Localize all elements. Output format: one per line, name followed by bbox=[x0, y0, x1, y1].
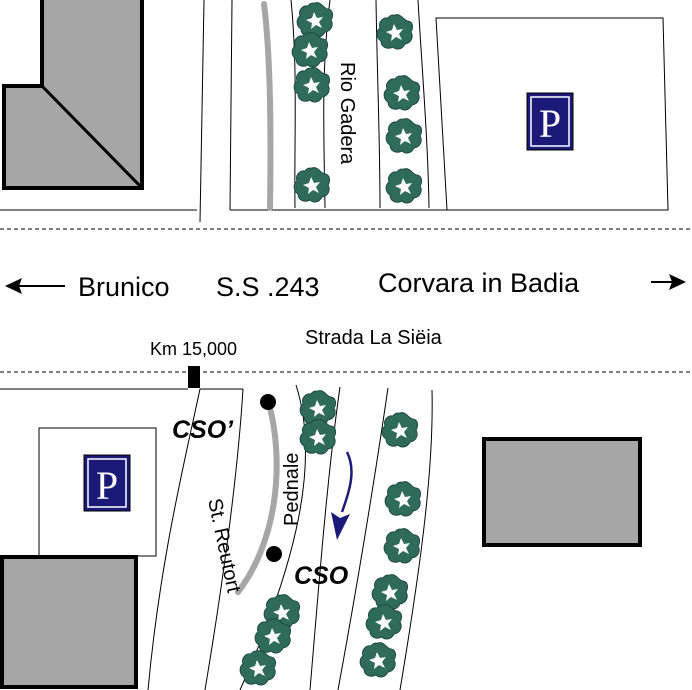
tree-icon bbox=[385, 168, 423, 204]
property-line bbox=[229, 0, 233, 211]
brunico-label: Brunico bbox=[78, 272, 170, 302]
tree-icon bbox=[383, 528, 421, 564]
strada-label: Strada La Siëia bbox=[305, 327, 443, 349]
st-reutort-label: St. Reutort bbox=[203, 496, 244, 595]
rio-gadera-label: Rio Gadera bbox=[336, 62, 358, 165]
parking-sign-bottom bbox=[83, 454, 131, 512]
tree-icon bbox=[299, 419, 337, 455]
tree-icon bbox=[359, 642, 397, 678]
tree-icon bbox=[383, 75, 421, 111]
parking-sign-bottom-letter: P bbox=[96, 463, 118, 508]
building-bottom-left bbox=[0, 555, 138, 689]
arrow-left-icon bbox=[5, 278, 65, 294]
tree-icon bbox=[371, 574, 409, 610]
cso-point bbox=[266, 546, 282, 562]
parking-sign-top-letter: P bbox=[539, 101, 561, 146]
tree-icon bbox=[384, 481, 422, 517]
stream-pednale bbox=[235, 397, 280, 595]
km-label: Km 15,000 bbox=[150, 339, 237, 359]
channel-line bbox=[399, 389, 433, 690]
flow-direction-arrow-icon bbox=[331, 451, 353, 540]
channel-line bbox=[290, 0, 296, 209]
parking-sign-top bbox=[526, 92, 574, 151]
building-top-left-ridge bbox=[40, 84, 144, 190]
pednale-label: Pednale bbox=[281, 453, 303, 526]
corvara-label: Corvara in Badia bbox=[378, 268, 580, 298]
property-line bbox=[199, 0, 205, 223]
tree-icon bbox=[296, 2, 334, 38]
tree-icon bbox=[365, 604, 403, 640]
arrow-right-icon bbox=[651, 274, 686, 290]
tree-icon bbox=[376, 14, 414, 50]
km-post-marker bbox=[188, 366, 200, 388]
building-top-left bbox=[2, 0, 144, 190]
channel-line bbox=[337, 387, 389, 690]
road-curve-st-reutort bbox=[147, 388, 201, 690]
road-curve-st-reutort bbox=[204, 388, 244, 690]
building-bottom-right bbox=[482, 437, 642, 547]
cso-prime-label: CSO’ bbox=[172, 416, 234, 444]
stream-top bbox=[261, 1, 274, 211]
channel-line bbox=[417, 0, 430, 209]
road-code-label: S.S .243 bbox=[216, 272, 320, 302]
cso-label: CSO bbox=[294, 562, 349, 590]
tree-icon bbox=[239, 650, 277, 686]
channel-line bbox=[375, 0, 381, 209]
tree-icon bbox=[381, 412, 419, 448]
tree-icon bbox=[291, 32, 329, 68]
channel-line bbox=[309, 386, 341, 690]
cso-prime-point bbox=[260, 394, 276, 410]
tree-icon bbox=[385, 118, 423, 154]
